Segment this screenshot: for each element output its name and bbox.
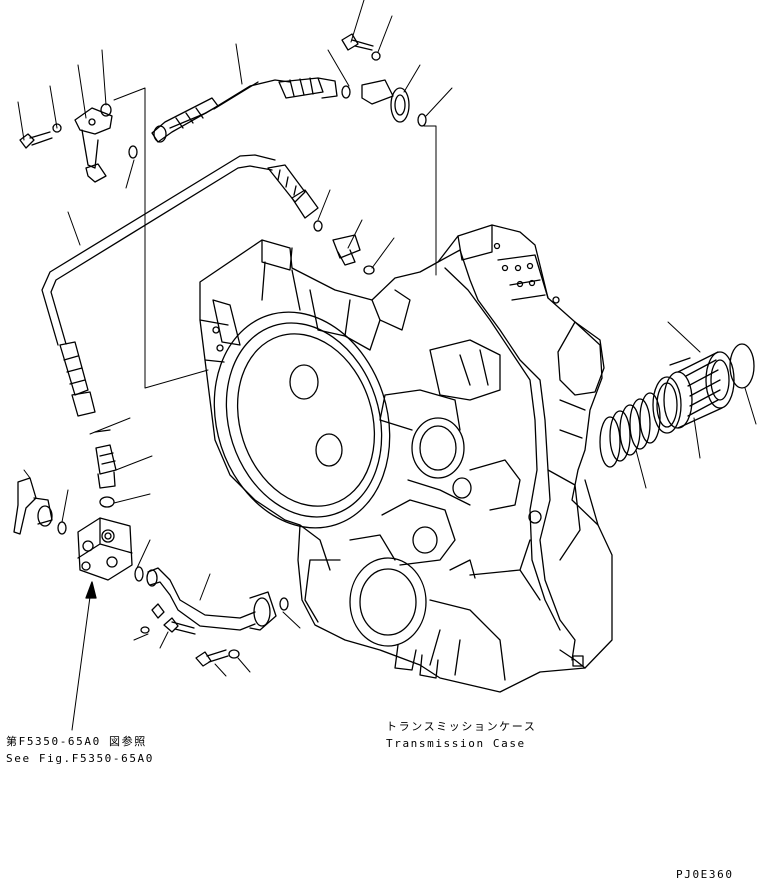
reference-note-japanese: 第F5350-65A0 図参照 <box>6 735 147 748</box>
reference-arrow <box>72 582 96 730</box>
top-left-bracket <box>20 104 137 182</box>
right-strainer-group <box>600 344 754 467</box>
case-label-english: Transmission Case <box>386 737 526 750</box>
top-hose-assembly <box>152 34 426 142</box>
reference-note-english: See Fig.F5350-65A0 <box>6 752 155 765</box>
drawing-number: PJ0E360 <box>676 868 734 881</box>
left-long-hose <box>42 155 374 416</box>
transmission-case <box>187 225 612 692</box>
lower-valve-group <box>14 430 288 666</box>
case-label-japanese: トランスミッションケース <box>386 720 537 733</box>
leader-lines <box>18 0 756 676</box>
